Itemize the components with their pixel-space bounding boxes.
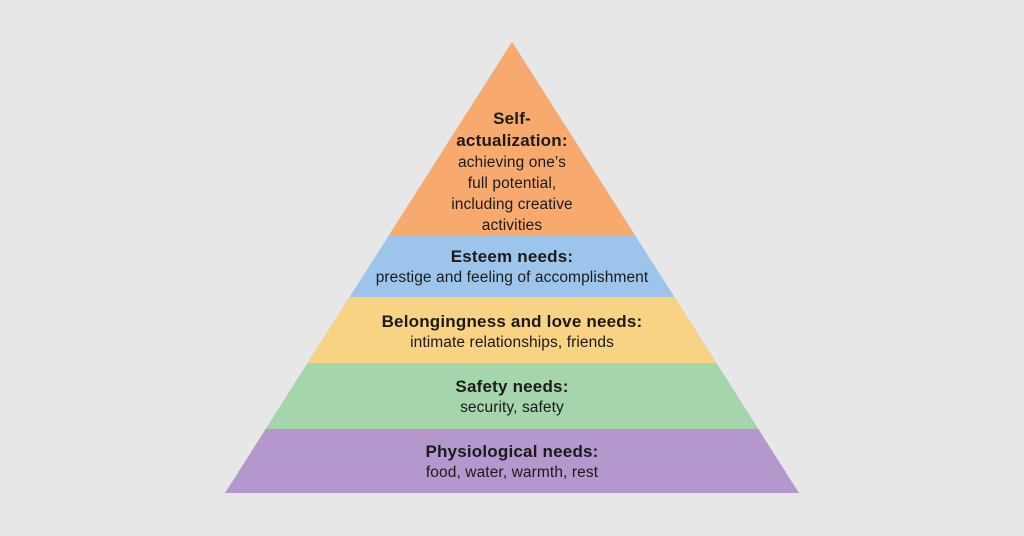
level-label-esteem: Esteem needs: prestige and feeling of ac…	[282, 246, 742, 288]
level-label-belongingness: Belongingness and love needs: intimate r…	[282, 311, 742, 353]
level-heading-esteem: Esteem needs:	[450, 247, 574, 266]
level-description-safety: security, safety	[460, 399, 564, 416]
pyramid-band-self-actualization	[389, 42, 635, 235]
level-heading-belongingness: Belongingness and love needs:	[381, 312, 643, 331]
pyramid-shape	[225, 42, 799, 493]
level-description-belongingness: intimate relationships, friends	[410, 334, 614, 351]
level-label-self-actualization: Self- actualization: achieving one’s ful…	[402, 108, 622, 236]
level-description-self-actualization: achieving one’s full potential, includin…	[451, 154, 573, 234]
level-label-safety: Safety needs: security, safety	[282, 376, 742, 418]
level-label-physiological: Physiological needs: food, water, warmth…	[282, 441, 742, 483]
level-description-physiological: food, water, warmth, rest	[425, 464, 599, 481]
level-heading-physiological: Physiological needs:	[425, 442, 599, 461]
level-heading-safety: Safety needs:	[455, 377, 569, 396]
level-heading-self-actualization: Self- actualization:	[456, 109, 568, 150]
level-description-esteem: prestige and feeling of accomplishment	[375, 269, 649, 286]
